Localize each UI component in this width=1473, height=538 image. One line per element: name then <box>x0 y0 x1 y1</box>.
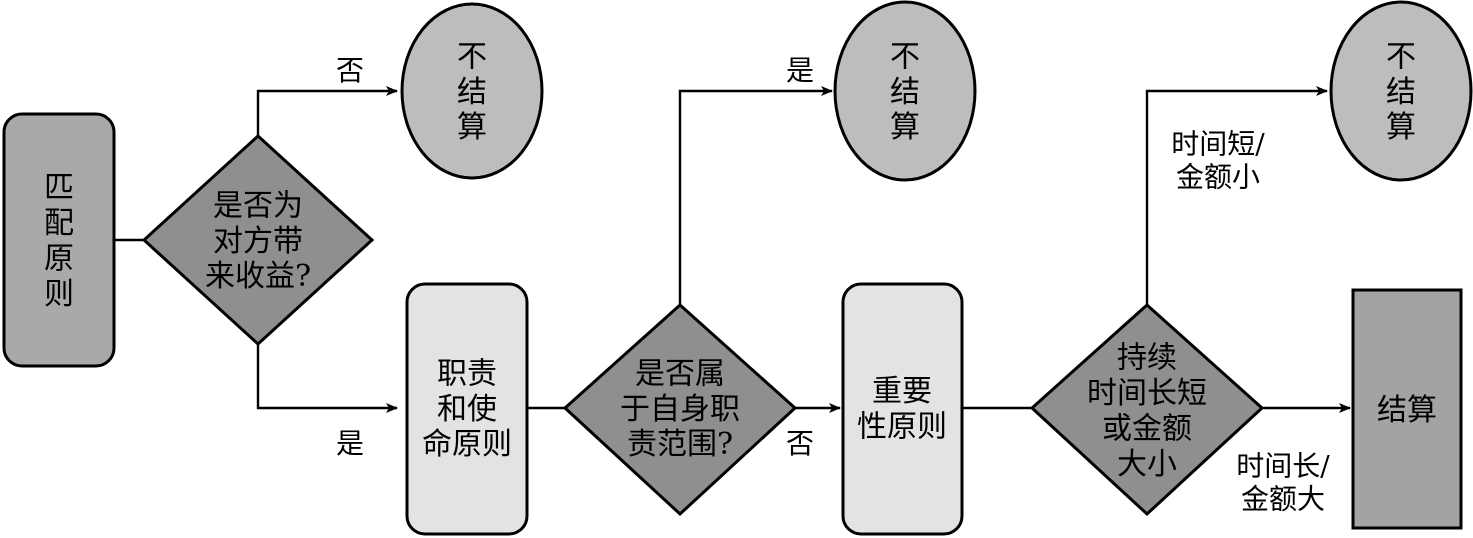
node-materiality-principle: 重要性原则 <box>841 282 964 536</box>
label-line: 算 <box>1386 110 1416 145</box>
node-decision-benefit: 是否为对方带来收益? <box>141 133 375 347</box>
label-line: 对方带 <box>213 224 303 259</box>
node-no-settlement-3-shape <box>1329 0 1473 182</box>
label-line: 则 <box>44 277 74 312</box>
label-line: 金额大 <box>1241 483 1325 516</box>
label-line: 是否为 <box>213 188 303 223</box>
label-line: 不 <box>457 39 487 74</box>
label-line: 是否属 <box>635 356 725 391</box>
node-no-settlement-1-label: 不结算 <box>457 39 487 145</box>
node-no-settlement-2-label: 不结算 <box>890 39 920 145</box>
label-line: 不 <box>1386 39 1416 74</box>
edge-label-duration-long: 时间长/金额大 <box>1236 450 1330 516</box>
label-line: 结 <box>890 75 920 110</box>
label-line: 结 <box>1386 75 1416 110</box>
label-line: 原 <box>44 242 74 277</box>
edge-label-benefit-yes: 是 <box>336 427 364 460</box>
node-decision-scope-shape <box>562 302 798 517</box>
arrow-duration-short <box>1145 86 1328 305</box>
arrow-benefit-yes <box>256 344 398 413</box>
edge-label-benefit-no: 否 <box>336 54 364 87</box>
label-line: 算 <box>457 110 487 145</box>
node-decision-benefit-label: 是否为对方带来收益? <box>205 188 311 294</box>
label-line: 结算 <box>1377 393 1437 428</box>
node-duty-shape <box>405 282 529 536</box>
label-line: 不 <box>890 39 920 74</box>
label-line: 是 <box>786 54 814 87</box>
node-materiality-label: 重要性原则 <box>857 374 947 444</box>
arrow-benefit-no <box>256 86 398 136</box>
edge-label-duration-short: 时间短/金额小 <box>1171 128 1265 194</box>
arrow-scope-yes <box>678 86 833 305</box>
node-decision-benefit-shape <box>141 133 375 347</box>
label-line: 算 <box>890 110 920 145</box>
node-no-settlement-2: 不结算 <box>833 0 977 182</box>
node-matching-principle: 匹配原则 <box>2 112 116 368</box>
node-duty-principle: 职责和使命原则 <box>405 282 529 536</box>
label-line: 时间长/ <box>1236 450 1330 483</box>
node-settlement-label: 结算 <box>1377 393 1437 428</box>
label-line: 是 <box>336 427 364 460</box>
node-decision-duration: 持续时间长短或金额大小 <box>1029 302 1265 517</box>
node-no-settlement-3-label: 不结算 <box>1386 39 1416 145</box>
label-line: 性原则 <box>857 410 947 445</box>
label-line: 责范围? <box>627 427 733 462</box>
node-materiality-shape <box>841 282 964 536</box>
node-no-settlement-3: 不结算 <box>1329 0 1473 182</box>
node-no-settlement-1: 不结算 <box>400 2 544 180</box>
label-line: 命原则 <box>422 427 512 462</box>
node-duty-label: 职责和使命原则 <box>422 356 512 462</box>
node-no-settlement-2-shape <box>833 0 977 182</box>
node-settlement-shape <box>1351 288 1463 530</box>
label-line: 来收益? <box>205 259 311 294</box>
edge-label-scope-no: 否 <box>786 427 814 460</box>
connectors <box>114 86 1351 413</box>
node-matching-label: 匹配原则 <box>44 171 74 312</box>
node-matching-shape <box>2 112 116 368</box>
label-line: 匹 <box>44 171 74 206</box>
label-line: 于自身职 <box>620 392 740 427</box>
edge-label-scope-yes: 是 <box>786 54 814 87</box>
node-no-settlement-1-shape <box>400 2 544 180</box>
label-line: 时间短/ <box>1171 128 1265 161</box>
label-line: 结 <box>457 75 487 110</box>
node-decision-scope: 是否属于自身职责范围? <box>562 302 798 517</box>
label-line: 金额小 <box>1176 161 1260 194</box>
label-line: 持续 <box>1117 341 1177 376</box>
node-decision-duration-label: 持续时间长短或金额大小 <box>1087 341 1207 482</box>
label-line: 时间长短 <box>1087 376 1207 411</box>
label-line: 否 <box>786 427 814 460</box>
label-line: 和使 <box>437 392 497 427</box>
label-line: 否 <box>336 54 364 87</box>
node-decision-duration-shape <box>1029 302 1265 517</box>
label-line: 职责 <box>437 356 497 391</box>
node-decision-scope-label: 是否属于自身职责范围? <box>620 356 740 462</box>
label-line: 重要 <box>872 374 932 409</box>
label-line: 或金额 <box>1102 412 1192 447</box>
node-settlement: 结算 <box>1351 288 1463 530</box>
label-line: 配 <box>44 206 74 241</box>
label-line: 大小 <box>1117 447 1177 482</box>
